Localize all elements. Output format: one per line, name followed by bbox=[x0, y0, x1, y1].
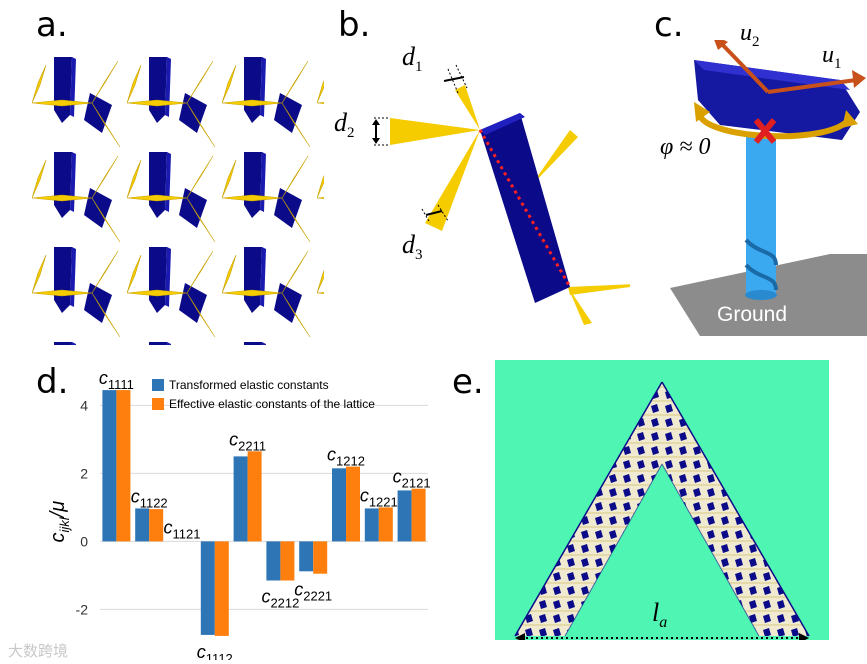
bar-c1112-effective bbox=[214, 541, 229, 636]
legend-entry-transformed: Transformed elastic constants bbox=[152, 378, 329, 392]
bar-c1122-transformed bbox=[135, 508, 150, 542]
bar-c2221-effective bbox=[313, 541, 328, 574]
bar-c2121-effective bbox=[411, 488, 426, 542]
bar-c2212-effective bbox=[280, 541, 295, 581]
bar-c2211-effective bbox=[247, 451, 262, 542]
bar-c1221-effective bbox=[378, 507, 393, 542]
upper-triangle bbox=[455, 85, 480, 130]
d3-label: d3 bbox=[402, 230, 423, 264]
category-label-c1212: c1212 bbox=[327, 445, 365, 469]
legend-entry-effective: Effective elastic constants of the latti… bbox=[152, 397, 375, 411]
panel-label-d: d. bbox=[36, 362, 69, 402]
elastic-constants-chart: 4 2 0 -2 cijkl/μ c1111 c1122 c1121 c1112 c2211 c22… bbox=[47, 368, 431, 660]
legend-swatch-orange bbox=[152, 398, 164, 410]
bottom-right-triangle bbox=[568, 284, 630, 295]
panel-label-e: e. bbox=[452, 362, 484, 402]
category-label-c1111: c1111 bbox=[99, 368, 134, 392]
legend-label-effective: Effective elastic constants of the latti… bbox=[169, 397, 375, 411]
ground-label: Ground bbox=[717, 303, 788, 326]
bar-c1122-effective bbox=[149, 509, 164, 542]
panel-label-a: a. bbox=[36, 5, 68, 45]
y-tick-label: 4 bbox=[80, 397, 88, 413]
rotating-block bbox=[480, 113, 570, 303]
d2-label: d2 bbox=[334, 108, 355, 142]
la-label: la bbox=[652, 598, 668, 632]
y-tick-label: 2 bbox=[80, 465, 88, 481]
y-tick-label: -2 bbox=[76, 601, 89, 617]
lattice-pattern-figure bbox=[32, 55, 324, 345]
bar-c2221-transformed bbox=[299, 541, 314, 572]
bottom-triangle bbox=[568, 287, 592, 325]
legend-swatch-blue bbox=[152, 379, 164, 391]
bar-c2212-transformed bbox=[266, 541, 281, 581]
category-label-c2121: c2121 bbox=[393, 467, 431, 491]
bar-c1212-transformed bbox=[332, 468, 346, 542]
watermark: 大数跨境 bbox=[8, 643, 69, 660]
bar-c1221-transformed bbox=[364, 508, 379, 542]
category-label-c1121: c1121 bbox=[164, 517, 201, 541]
bar-c2211-transformed bbox=[233, 456, 248, 542]
panel-label-b: b. bbox=[338, 5, 371, 45]
bar-c1112-transformed bbox=[200, 541, 215, 635]
phi-label: φ ≈ 0 bbox=[660, 134, 711, 160]
bar-c2121-transformed bbox=[397, 490, 412, 542]
category-label-c2212: c2212 bbox=[261, 587, 299, 611]
post-3d-figure bbox=[670, 40, 867, 336]
d1-label: d1 bbox=[402, 42, 423, 76]
category-label-c2211: c2211 bbox=[229, 429, 266, 453]
y-axis-label: cijkl/μ bbox=[47, 501, 72, 543]
unit-geometry-figure bbox=[372, 64, 630, 325]
triangle-lattice-figure bbox=[495, 360, 829, 640]
category-label-c1122: c1122 bbox=[131, 486, 168, 510]
u2-label: u2 bbox=[740, 20, 760, 50]
horizontal-triangle bbox=[390, 118, 480, 145]
legend-label-transformed: Transformed elastic constants bbox=[169, 378, 329, 392]
panel-label-c: c. bbox=[654, 5, 684, 45]
right-triangle bbox=[530, 130, 578, 187]
u1-label: u1 bbox=[822, 42, 842, 72]
category-label-c2221: c2221 bbox=[294, 580, 332, 604]
y-tick-label: 0 bbox=[80, 533, 88, 549]
bar-c1212-effective bbox=[346, 466, 360, 542]
category-label-c1221: c1221 bbox=[360, 485, 398, 509]
category-label-c1112: c1112 bbox=[197, 642, 233, 660]
bar-c1111-transformed bbox=[102, 390, 117, 542]
lower-left-triangle bbox=[425, 130, 480, 231]
bar-c1111-effective bbox=[116, 390, 131, 542]
